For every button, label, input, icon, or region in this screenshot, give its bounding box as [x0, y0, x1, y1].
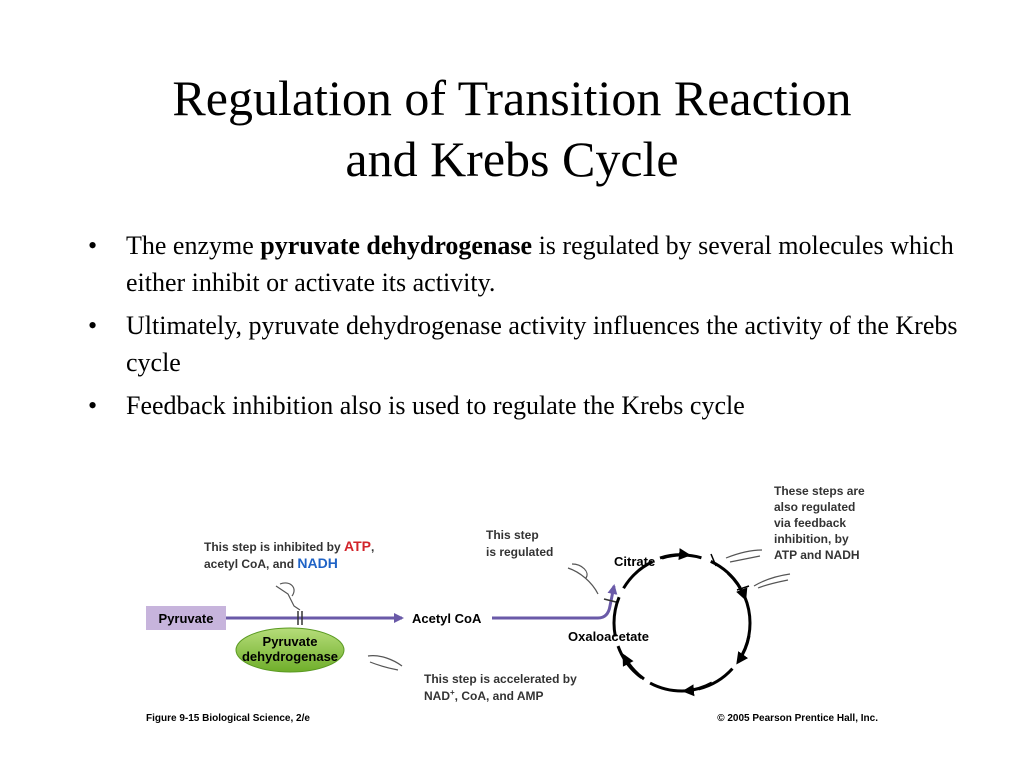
bullet-item-1: • The enzyme pyruvate dehydrogenase is r… [88, 228, 968, 302]
feedback-note-line-5: ATP and NADH [774, 548, 860, 562]
slide-title: Regulation of Transition Reaction and Kr… [60, 68, 964, 190]
pointing-hand-icon [753, 573, 791, 589]
oxaloacetate-label: Oxaloacetate [568, 629, 649, 644]
cycle-arrow [659, 548, 691, 561]
regulated-note-line-2: is regulated [486, 545, 553, 559]
accelerated-note-line-2: NAD+, CoA, and AMP [424, 688, 544, 703]
cycle-arrow [682, 681, 713, 697]
figure-caption: Figure 9-15 Biological Science, 2/e [146, 713, 310, 724]
pyruvate-box [146, 606, 226, 630]
feedback-tick [710, 553, 717, 567]
cycle-arrow [736, 635, 751, 665]
bullet-1-pre: The enzyme [126, 231, 261, 260]
bullet-2-text: Ultimately, pyruvate dehydrogenase activ… [126, 310, 958, 377]
pointing-hand-icon [367, 655, 403, 671]
pointing-hand-icon [725, 549, 763, 563]
krebs-regulation-figure: Pyruvate Acetyl CoA Pyruvate dehydrogena… [146, 484, 878, 724]
inhibit-note-line-2: acetyl CoA, and NADH [204, 555, 338, 571]
enzyme-label-2: dehydrogenase [242, 649, 338, 664]
copyright-caption: © 2005 Pearson Prentice Hall, Inc. [717, 713, 878, 724]
krebs-cycle [612, 548, 752, 697]
bullet-dot: • [88, 231, 98, 260]
cycle-arrow [622, 653, 645, 681]
title-line-2: and Krebs Cycle [345, 131, 679, 187]
nadh-highlight: NADH [297, 555, 337, 571]
bullet-dot: • [88, 390, 98, 420]
feedback-note-line-2: also regulated [774, 500, 855, 514]
bullet-3-text: Feedback inhibition also is used to regu… [126, 390, 745, 420]
atp-highlight: ATP [344, 538, 371, 554]
feedback-note-line-3: via feedback [774, 516, 846, 530]
bullet-1-bold: pyruvate dehydrogenase [260, 231, 533, 260]
feedback-tick [736, 585, 750, 591]
pyruvate-dehydrogenase-oval [235, 627, 345, 673]
bullet-list: • The enzyme pyruvate dehydrogenase is r… [88, 228, 968, 431]
feedback-note-line-1: These steps are [774, 484, 865, 498]
regulated-tick [603, 598, 617, 603]
acetylcoa-to-cycle-arrow [492, 584, 618, 620]
citrate-label: Citrate [614, 554, 655, 569]
cycle-arrow [726, 571, 748, 601]
acetyl-coa-label: Acetyl CoA [412, 611, 482, 626]
pyruvate-label: Pyruvate [159, 611, 214, 626]
feedback-note-line-4: inhibition, by [774, 532, 849, 546]
pointing-hand-icon [275, 582, 301, 611]
enzyme-label-1: Pyruvate [263, 634, 318, 649]
bullet-dot: • [88, 310, 98, 340]
title-line-1: Regulation of Transition Reaction [172, 70, 852, 126]
bullet-item-2: • Ultimately, pyruvate dehydrogenase act… [88, 308, 968, 382]
pointing-hand-icon [567, 563, 599, 595]
inhibit-note-line-1: This step is inhibited by ATP, [204, 538, 374, 554]
regulated-note-line-1: This step [486, 528, 539, 542]
bullet-1-post: is regulated by several molecules which … [126, 231, 954, 297]
accelerated-note-line-1: This step is accelerated by [424, 672, 577, 686]
bullet-item-3: • Feedback inhibition also is used to re… [88, 388, 968, 425]
